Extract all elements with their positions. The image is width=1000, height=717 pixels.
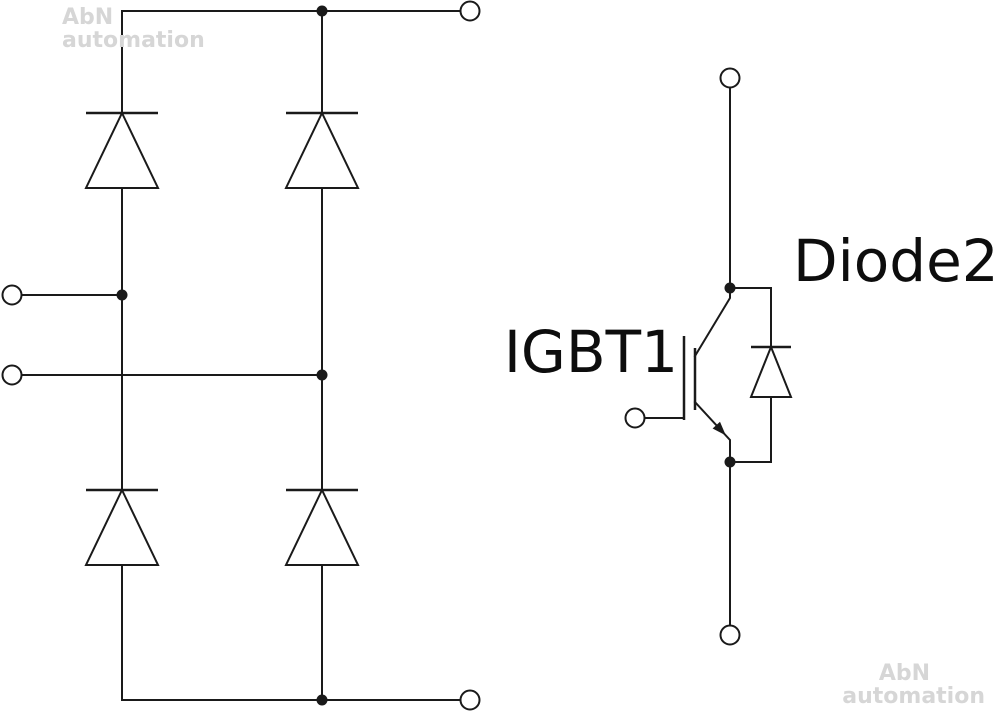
diode-anode-triangle — [284, 110, 360, 189]
diode-anode-triangle — [84, 487, 160, 566]
emitter-arrow-icon — [712, 421, 726, 436]
igbt-symbol — [643, 287, 731, 463]
diode-branch-top-wire — [729, 287, 772, 348]
watermark-bottom-right: AbN automation — [842, 662, 985, 708]
dc-plus-terminal — [459, 0, 481, 22]
watermark-subtitle-text: automation — [842, 684, 985, 709]
ac-terminal-1 — [1, 284, 23, 306]
freewheel-diode-symbol — [749, 344, 793, 398]
igbt-circuit — [624, 67, 793, 646]
diode-branch-bottom-wire — [729, 396, 772, 463]
watermark-subtitle-text: automation — [62, 28, 205, 53]
collector-lead-wire — [693, 287, 731, 358]
bridge-diode-bottom-left — [84, 487, 160, 566]
igbt-label: IGBT1 — [504, 318, 678, 386]
junction-dot — [116, 289, 128, 301]
junction-dot — [316, 369, 328, 381]
watermark-brand-text: AbN — [62, 5, 114, 30]
igbt-collector-terminal — [719, 67, 741, 89]
junction-dot — [316, 694, 328, 706]
junction-dot — [724, 456, 736, 468]
bridge-rectifier — [1, 0, 481, 711]
junction-dot — [316, 5, 328, 17]
bridge-diode-top-left — [84, 110, 160, 189]
dc-minus-terminal — [459, 689, 481, 711]
emitter-lead-wire — [693, 400, 731, 463]
watermark-brand-text: AbN — [878, 661, 930, 686]
igbt-gate-terminal — [624, 407, 646, 429]
watermark-top-left: AbN automation — [62, 6, 205, 52]
bridge-diode-bottom-right — [284, 487, 360, 566]
diode-anode-triangle — [284, 487, 360, 566]
diode-label: Diode2 — [793, 227, 999, 295]
ac-terminal-2 — [1, 364, 23, 386]
junction-dot — [724, 282, 736, 294]
diode-anode-triangle — [749, 344, 793, 398]
igbt-emitter-terminal — [719, 624, 741, 646]
bridge-diode-top-right — [284, 110, 360, 189]
diode-anode-triangle — [84, 110, 160, 189]
